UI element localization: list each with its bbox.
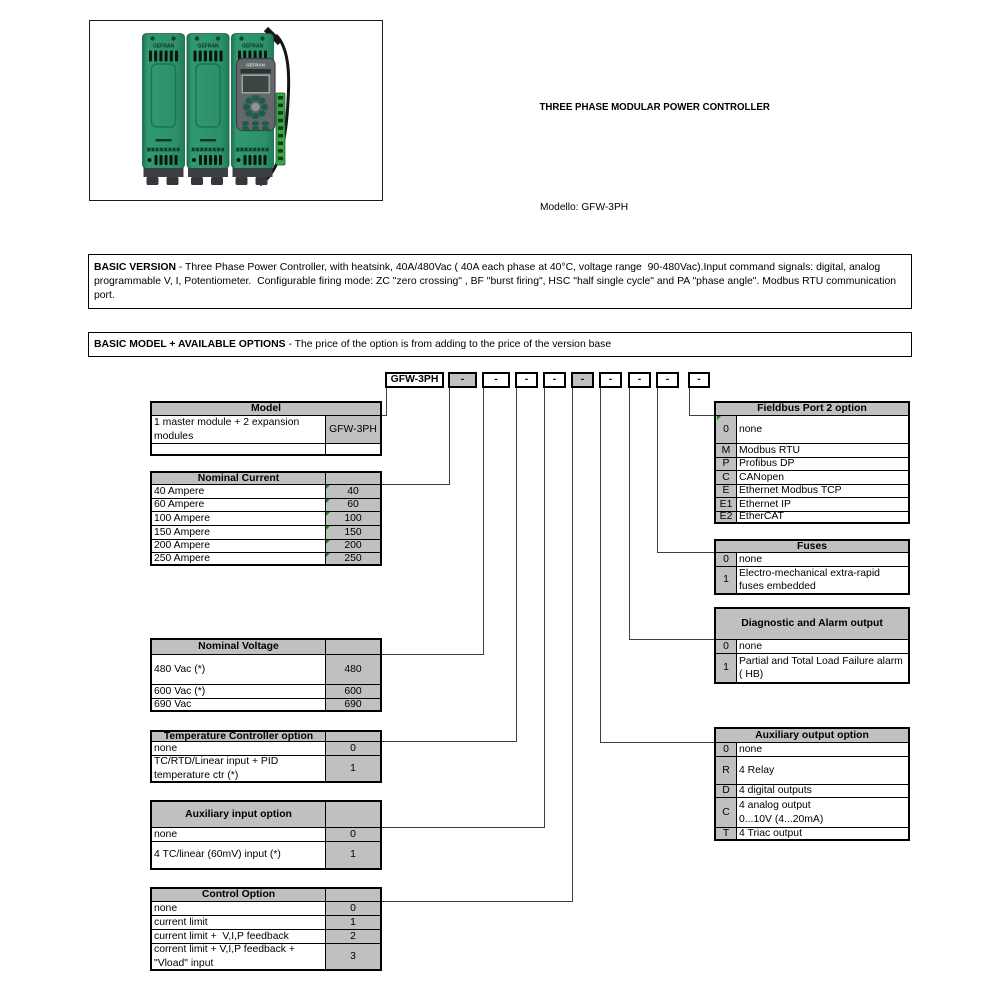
svg-text:GEFRAN: GEFRAN — [246, 63, 265, 68]
svg-text:GEFRAN: GEFRAN — [242, 44, 264, 50]
svg-text:GEFRAN: GEFRAN — [197, 44, 219, 50]
svg-text:GEFRAN: GEFRAN — [153, 44, 175, 50]
